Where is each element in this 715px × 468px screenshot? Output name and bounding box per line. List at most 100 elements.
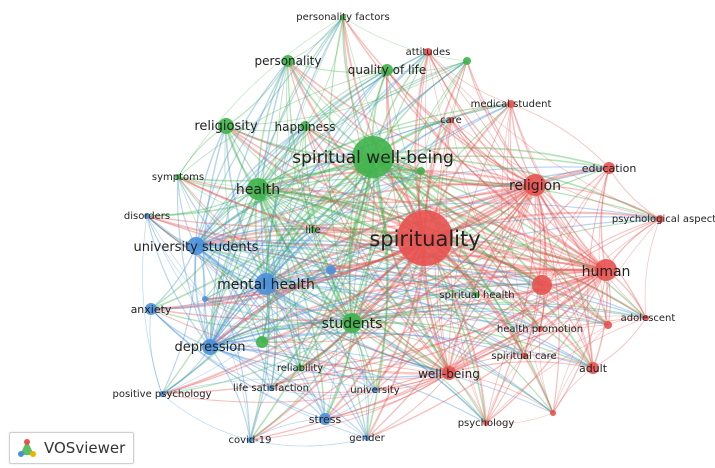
node-unlabeled-blue-2[interactable] <box>202 296 208 302</box>
network-link <box>260 60 289 285</box>
label-psychology[interactable]: psychology <box>458 418 515 429</box>
node-unlabeled-green-3[interactable] <box>256 336 268 348</box>
network-link <box>194 245 211 348</box>
label-spirituality[interactable]: spirituality <box>369 227 480 251</box>
label-stress[interactable]: stress <box>309 413 342 426</box>
node-unlabeled-red-2[interactable] <box>604 321 612 329</box>
label-personality[interactable]: personality <box>255 54 322 68</box>
node-anxiety[interactable] <box>145 303 157 315</box>
label-health[interactable]: health <box>236 182 280 198</box>
network-link <box>209 103 512 348</box>
node-life-satisfaction[interactable] <box>268 385 274 391</box>
network-link <box>448 328 541 374</box>
network-link <box>146 215 272 389</box>
network-link <box>257 188 270 343</box>
node-religion[interactable] <box>524 174 546 196</box>
label-mental-health[interactable]: mental health <box>217 277 315 293</box>
label-university[interactable]: university <box>350 385 400 396</box>
label-positive-psychology[interactable]: positive psychology <box>113 389 212 400</box>
label-well-being[interactable]: well-being <box>418 367 480 381</box>
node-human[interactable] <box>595 259 617 281</box>
label-quality-of-life[interactable]: quality of life <box>348 63 427 77</box>
node-stress[interactable] <box>319 413 331 425</box>
node-unlabeled-red-3[interactable] <box>550 410 556 416</box>
label-anxiety[interactable]: anxiety <box>131 303 172 316</box>
node-health-promotion[interactable] <box>537 326 543 332</box>
label-reliability[interactable]: reliability <box>277 363 323 374</box>
node-psychology[interactable] <box>483 420 489 426</box>
node-symptoms[interactable] <box>175 174 181 180</box>
label-education[interactable]: education <box>582 162 637 175</box>
node-happiness[interactable] <box>300 121 310 131</box>
node-mental-health[interactable] <box>255 273 277 295</box>
label-medical-student[interactable]: medical student <box>471 99 552 110</box>
network-link <box>448 355 525 374</box>
node-unlabeled-blue-1[interactable] <box>326 265 336 275</box>
node-spiritual-well-being[interactable] <box>352 136 394 178</box>
node-spirituality[interactable] <box>397 210 453 266</box>
node-reliability[interactable] <box>297 365 303 371</box>
node-personality-factors[interactable] <box>340 14 346 20</box>
node-psychological-aspect[interactable] <box>656 215 664 223</box>
node-life[interactable] <box>310 227 316 233</box>
node-quality-of-life[interactable] <box>381 64 393 76</box>
node-positive-psychology[interactable] <box>159 391 165 397</box>
node-university-students[interactable] <box>187 237 205 255</box>
label-symptoms[interactable]: symptoms <box>152 172 204 183</box>
node-education[interactable] <box>603 162 615 174</box>
node-attitudes[interactable] <box>424 48 432 56</box>
label-gender[interactable]: gender <box>349 433 385 444</box>
label-adolescent[interactable]: adolescent <box>621 313 676 324</box>
vosviewer-logo-badge[interactable]: VOSviewer <box>9 432 135 464</box>
node-unlabeled-red-1[interactable] <box>532 275 552 295</box>
label-life[interactable]: life <box>305 225 320 236</box>
label-spiritual-well-being[interactable]: spiritual well-being <box>292 148 454 168</box>
network-link <box>299 156 374 369</box>
node-university[interactable] <box>372 387 378 393</box>
network-link <box>161 269 607 395</box>
node-spiritual-care[interactable] <box>521 353 527 359</box>
network-link <box>351 322 487 424</box>
label-adult[interactable]: adult <box>579 362 608 375</box>
node-religiosity[interactable] <box>218 118 234 134</box>
network-links <box>142 16 661 447</box>
label-psychological-aspect[interactable]: psychological aspect <box>612 214 715 225</box>
network-link <box>485 355 525 424</box>
network-link <box>177 170 422 190</box>
node-personality[interactable] <box>282 55 294 67</box>
node-students[interactable] <box>342 313 362 333</box>
label-depression[interactable]: depression <box>175 340 246 355</box>
network-link <box>427 51 609 326</box>
label-disorders[interactable]: disorders <box>124 211 170 222</box>
node-well-being[interactable] <box>442 366 456 380</box>
network-link <box>265 274 647 319</box>
label-religiosity[interactable]: religiosity <box>194 119 258 134</box>
node-depression[interactable] <box>202 339 218 355</box>
label-spiritual-health[interactable]: spiritual health <box>439 290 514 301</box>
node-health[interactable] <box>247 178 269 200</box>
label-covid-19[interactable]: covid-19 <box>229 435 272 446</box>
label-spiritual-care[interactable]: spiritual care <box>491 351 556 362</box>
label-care[interactable]: care <box>440 115 462 126</box>
label-human[interactable]: human <box>582 264 631 280</box>
node-adolescent[interactable] <box>643 315 649 321</box>
node-unlabeled-green-1[interactable] <box>463 57 471 65</box>
node-covid-19[interactable] <box>247 437 253 443</box>
node-medical-student[interactable] <box>507 100 515 108</box>
label-students[interactable]: students <box>322 316 383 332</box>
label-happiness[interactable]: happiness <box>274 120 335 134</box>
node-care[interactable] <box>448 117 454 123</box>
label-religion[interactable]: religion <box>509 178 561 194</box>
node-spiritual-health[interactable] <box>474 292 480 298</box>
label-life-satisfaction[interactable]: life satisfaction <box>233 383 309 394</box>
node-gender[interactable] <box>364 435 370 441</box>
network-link <box>257 169 536 190</box>
label-health-promotion[interactable]: health promotion <box>497 324 583 335</box>
node-disorders[interactable] <box>144 213 150 219</box>
node-adult[interactable] <box>587 362 599 374</box>
label-personality-factors[interactable]: personality factors <box>296 12 390 23</box>
label-attitudes[interactable]: attitudes <box>406 47 451 58</box>
node-unlabeled-green-2[interactable] <box>417 167 425 175</box>
label-university-students[interactable]: university students <box>134 240 259 255</box>
